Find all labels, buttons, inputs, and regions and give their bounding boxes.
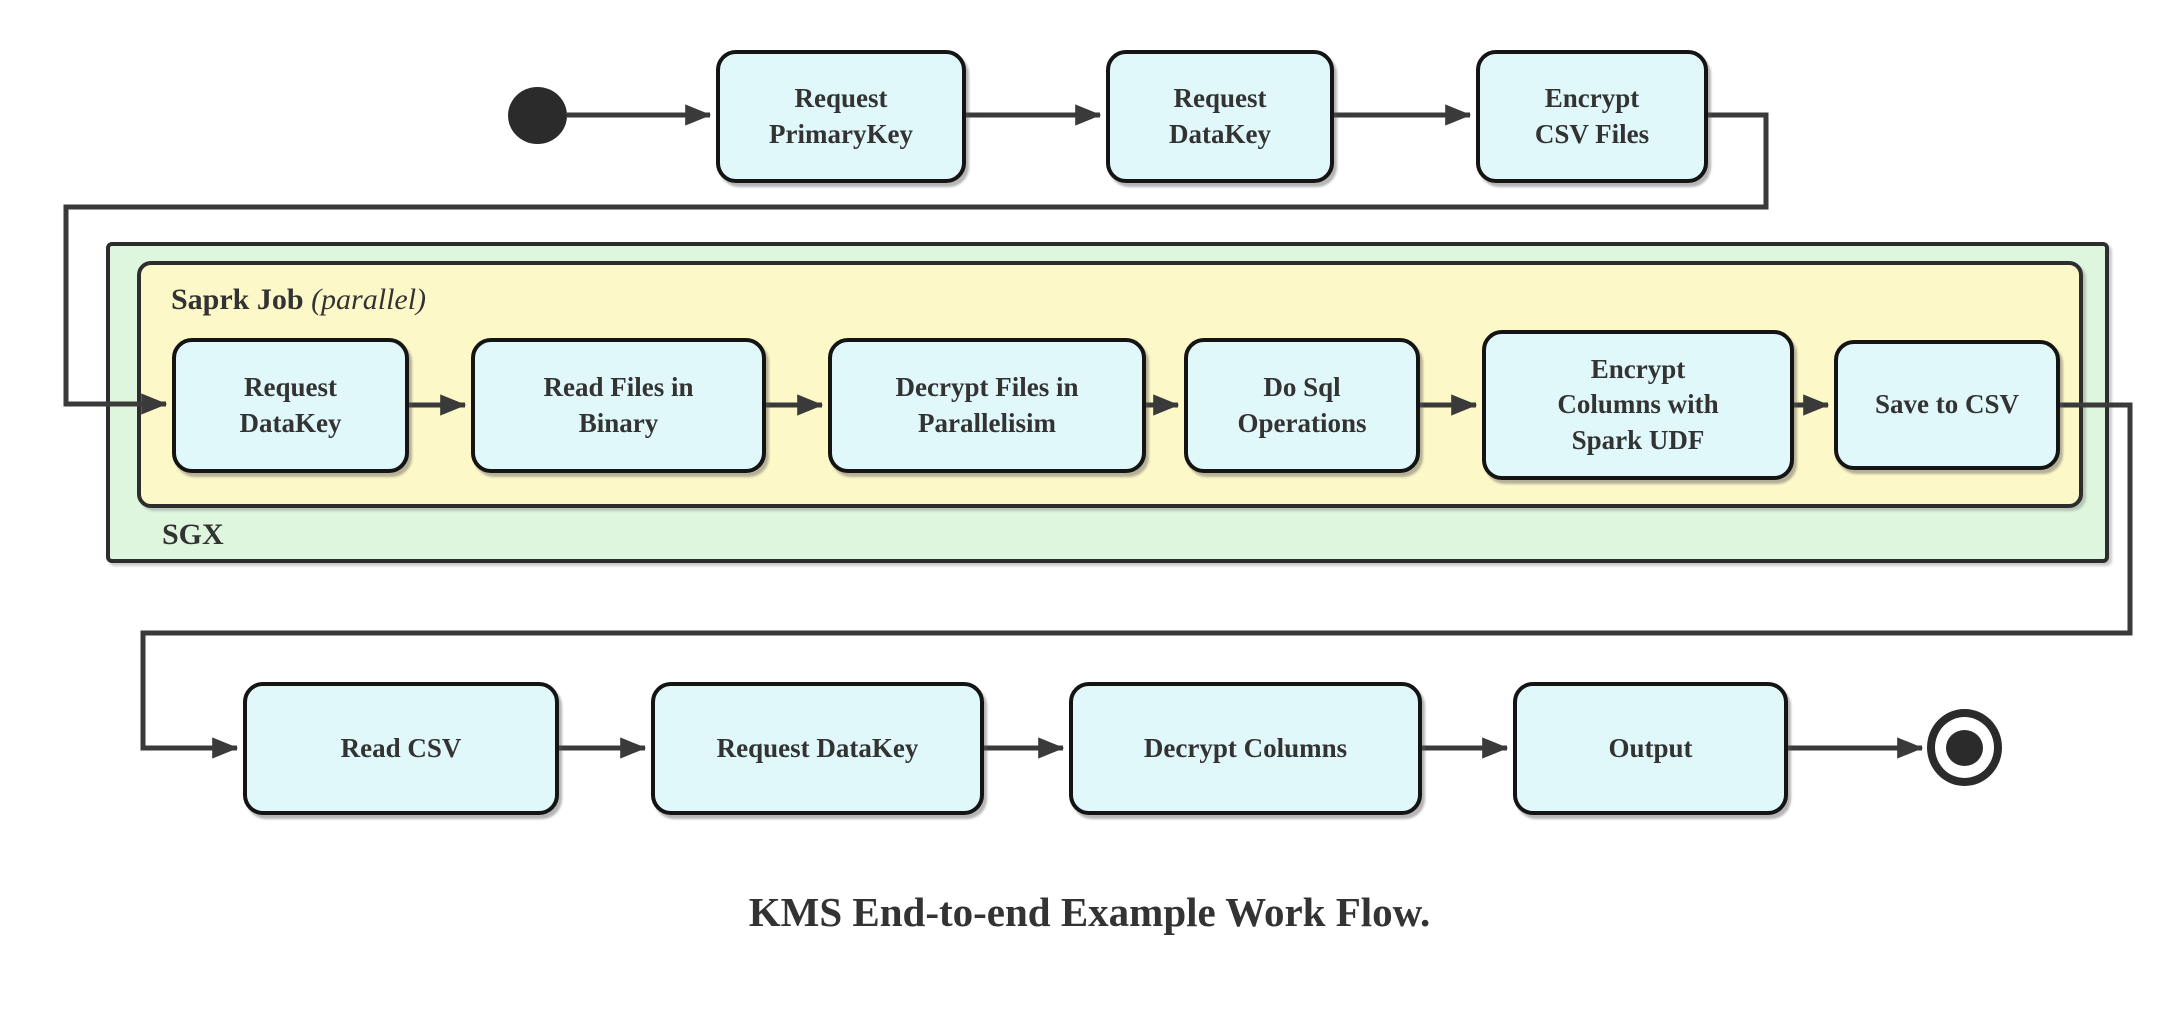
- spark-job-container-label: Saprk Job (parallel): [171, 283, 426, 317]
- node-read-csv: Read CSV: [243, 682, 559, 815]
- node-decrypt-columns: Decrypt Columns: [1069, 682, 1422, 815]
- node-request-datakey-top: Request DataKey: [1106, 50, 1334, 183]
- edge-save-csv-to-read-csv: [140, 402, 2133, 759]
- node-save-to-csv: Save to CSV: [1834, 340, 2060, 470]
- node-request-datakey-bottom: Request DataKey: [651, 682, 984, 815]
- edge-encrypt-csv-to-sgx-request-datakey: [63, 112, 1769, 415]
- sgx-container-label: SGX: [162, 518, 224, 551]
- spark-job-label-text: Saprk Job: [171, 283, 304, 316]
- node-do-sql-operations: Do Sql Operations: [1184, 338, 1420, 473]
- node-sgx-request-datakey: Request DataKey: [172, 338, 409, 473]
- spark-job-parallel-note: (parallel): [311, 283, 427, 316]
- node-read-files-in-binary: Read Files in Binary: [471, 338, 766, 473]
- node-encrypt-csv-files: Encrypt CSV Files: [1476, 50, 1708, 183]
- start-state-node: [508, 87, 567, 144]
- node-decrypt-files-in-parallelisim: Decrypt Files in Parallelisim: [828, 338, 1146, 473]
- node-encrypt-columns-spark-udf: Encrypt Columns with Spark UDF: [1482, 330, 1794, 480]
- node-output: Output: [1513, 682, 1788, 815]
- end-state-node: [1927, 709, 2002, 786]
- end-state-inner-dot: [1946, 729, 1983, 766]
- node-request-primarykey: Request PrimaryKey: [716, 50, 966, 183]
- diagram-caption: KMS End-to-end Example Work Flow.: [748, 889, 1431, 935]
